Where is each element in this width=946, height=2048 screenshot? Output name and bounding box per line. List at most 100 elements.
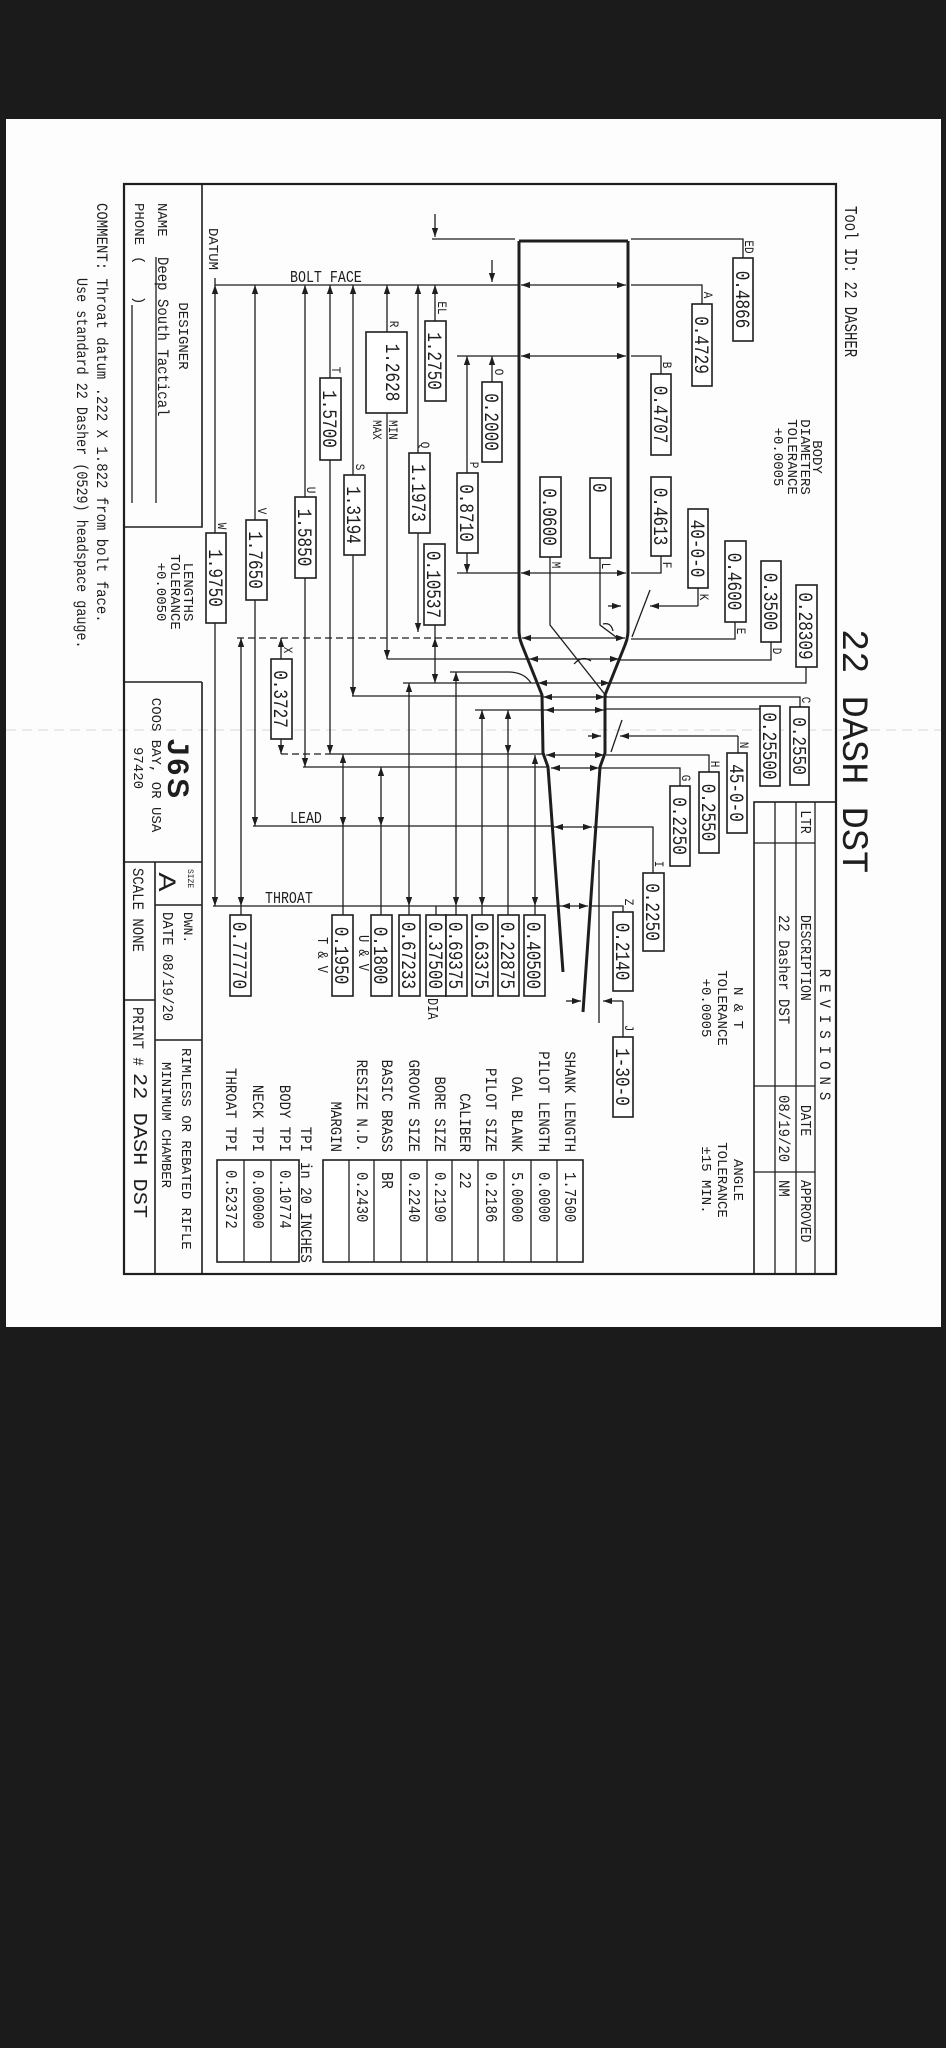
dim-label-b: B bbox=[659, 362, 674, 369]
len-value-s: 1.3194 bbox=[340, 486, 362, 544]
designer-phone-open: ( bbox=[130, 256, 146, 264]
throat-value: 0.77770 bbox=[226, 922, 248, 989]
dim-value-ed: 0.4866 bbox=[729, 271, 751, 329]
diameter-callouts: 0.4866 ED 0.4729 A 0.4707 B 0.4613 F 0 L… bbox=[536, 240, 818, 1118]
len-label-o: O bbox=[491, 369, 506, 376]
comment-line-2: Use standard 22 Dasher (0529) headspace … bbox=[72, 278, 89, 649]
dim-box-g bbox=[669, 785, 691, 867]
body-tolerance-note: BODY DIAMETERS TOLERANCE +0.0005 bbox=[769, 419, 824, 495]
dim-value-m: 0.0600 bbox=[536, 488, 558, 546]
throat-value: 0.67233 bbox=[395, 922, 417, 989]
revision-approved: NM bbox=[774, 1180, 793, 1197]
throat-value: 0.37500 bbox=[422, 922, 444, 989]
company-logo: J6S bbox=[161, 739, 194, 801]
spec-label: BORE SIZE bbox=[430, 1076, 447, 1152]
throat-callouts: 0.77770 0.1950 T & V 0.1800 U & V 0.6723… bbox=[226, 914, 546, 1020]
spec-label: GROOVE SIZE bbox=[404, 1060, 421, 1152]
angle-tolerance-note: ANGLE TOLERANCE ±15 MIN. bbox=[697, 1142, 745, 1218]
dim-label-c: C bbox=[798, 697, 813, 704]
len-label-t: T bbox=[328, 367, 343, 374]
dim-label-d: D bbox=[769, 648, 784, 655]
dim-value-g: 0.2250 bbox=[666, 797, 688, 855]
len-value-el: 1.2750 bbox=[421, 332, 443, 390]
spec-table-box bbox=[322, 1159, 584, 1263]
drawn-label: DWN. bbox=[180, 912, 195, 943]
tpi-value: 0.10774 bbox=[275, 1170, 295, 1229]
note-line: +0.0050 bbox=[152, 563, 168, 622]
designer-name-label: NAME bbox=[153, 203, 169, 237]
spec-label: RESIZE N.D. bbox=[352, 1060, 369, 1152]
revisions-col-ltr: LTR bbox=[796, 810, 812, 833]
revisions-col-description: DESCRIPTION bbox=[796, 915, 812, 1001]
len-box-t bbox=[319, 377, 342, 461]
dim-value-c: 0.2550 bbox=[786, 717, 808, 775]
spec-value: 22 bbox=[455, 1172, 475, 1189]
dim-label-f: F bbox=[659, 562, 674, 569]
dim-box-c bbox=[789, 706, 810, 786]
throat-box bbox=[370, 914, 393, 997]
designer-heading: DESIGNER bbox=[174, 302, 190, 370]
dim-label-ed: ED bbox=[741, 240, 756, 253]
len-label-u: U bbox=[303, 487, 318, 494]
designer-block-border bbox=[124, 184, 203, 528]
dim-value-i: 0.2250 bbox=[639, 883, 661, 941]
len-label-s: S bbox=[352, 464, 367, 471]
title-block: J6S COOS BAY, OR USA 97420 SIZE A DWN. D… bbox=[124, 681, 203, 1274]
tpi-table-box bbox=[216, 1159, 300, 1263]
dim-box-e bbox=[724, 540, 747, 623]
throat-note: DIA bbox=[424, 998, 440, 1020]
datum-label: DATUM bbox=[204, 228, 220, 270]
len-value-p: 0.8710 bbox=[453, 484, 475, 542]
dim-label-n: N bbox=[736, 742, 751, 749]
comment-note: COMMENT: Throat datum .222 X 1.822 from … bbox=[72, 203, 109, 649]
dim-value-a: 0.4729 bbox=[688, 316, 710, 374]
note-line: N & T bbox=[729, 987, 745, 1029]
len-label-q: Q bbox=[417, 442, 432, 449]
dim-box-n bbox=[726, 752, 748, 834]
len-label-p: P bbox=[466, 462, 481, 469]
comment-line-1: COMMENT: Throat datum .222 X 1.822 from … bbox=[92, 203, 109, 623]
tpi-value: 0.52372 bbox=[221, 1170, 241, 1229]
len-box-o bbox=[481, 381, 503, 463]
throat-box bbox=[445, 914, 468, 997]
note-line: ±15 MIN. bbox=[697, 1146, 713, 1213]
len-value-v: 1.7650 bbox=[242, 531, 264, 589]
note-line: +0.0005 bbox=[697, 979, 713, 1038]
neck-throat-tolerance-note: N & T TOLERANCE +0.0005 bbox=[697, 970, 745, 1046]
dim-value-e: 0.4600 bbox=[721, 553, 743, 611]
size-value: A bbox=[154, 872, 181, 892]
drawing-scale: SCALE NONE bbox=[128, 868, 145, 952]
len-label-r: R bbox=[386, 321, 401, 328]
spec-label: PILOT SIZE bbox=[481, 1068, 498, 1152]
note-line: ANGLE bbox=[729, 1159, 745, 1201]
designer-phone-label: PHONE bbox=[130, 203, 146, 245]
chamber-type: RIMLESS OR REBATED RIFLE bbox=[177, 1048, 193, 1250]
len-label-v: V bbox=[254, 508, 269, 515]
len-box-w bbox=[205, 532, 227, 624]
throat-box bbox=[523, 914, 546, 997]
len-note-max: MAX bbox=[369, 420, 384, 440]
revisions-title: REVISIONS bbox=[815, 969, 832, 1108]
len-box-el bbox=[424, 320, 447, 402]
company-zip: 97420 bbox=[129, 747, 145, 789]
dim-box-a bbox=[691, 303, 713, 387]
spec-value: 5.0000 bbox=[507, 1172, 527, 1222]
revisions-table-box bbox=[753, 801, 837, 1275]
dim-box-m bbox=[539, 476, 562, 558]
dim-box-b bbox=[650, 373, 672, 456]
dim-label-e: E bbox=[733, 628, 748, 635]
dim-box-j bbox=[612, 1036, 634, 1118]
len-box-s bbox=[343, 474, 366, 556]
throat-box bbox=[398, 914, 421, 997]
throat-box bbox=[229, 914, 252, 997]
throat-box bbox=[331, 914, 354, 997]
spec-value: 0.2240 bbox=[404, 1172, 424, 1222]
dim-box-l bbox=[589, 477, 612, 559]
dim-label-l: L bbox=[598, 563, 613, 570]
note-line: TOLERANCE bbox=[713, 1142, 729, 1218]
lengths-tolerance-note: LENGTHS TOLERANCE +0.0050 bbox=[152, 554, 195, 630]
throat-label: THROAT bbox=[265, 889, 313, 909]
spec-table-row-lines bbox=[348, 1160, 558, 1262]
spec-label: PILOT LENGTH bbox=[534, 1051, 551, 1152]
tpi-table: TPI in 20 INCHES BODY TPI 0.10774 NECK T… bbox=[216, 1068, 313, 1263]
